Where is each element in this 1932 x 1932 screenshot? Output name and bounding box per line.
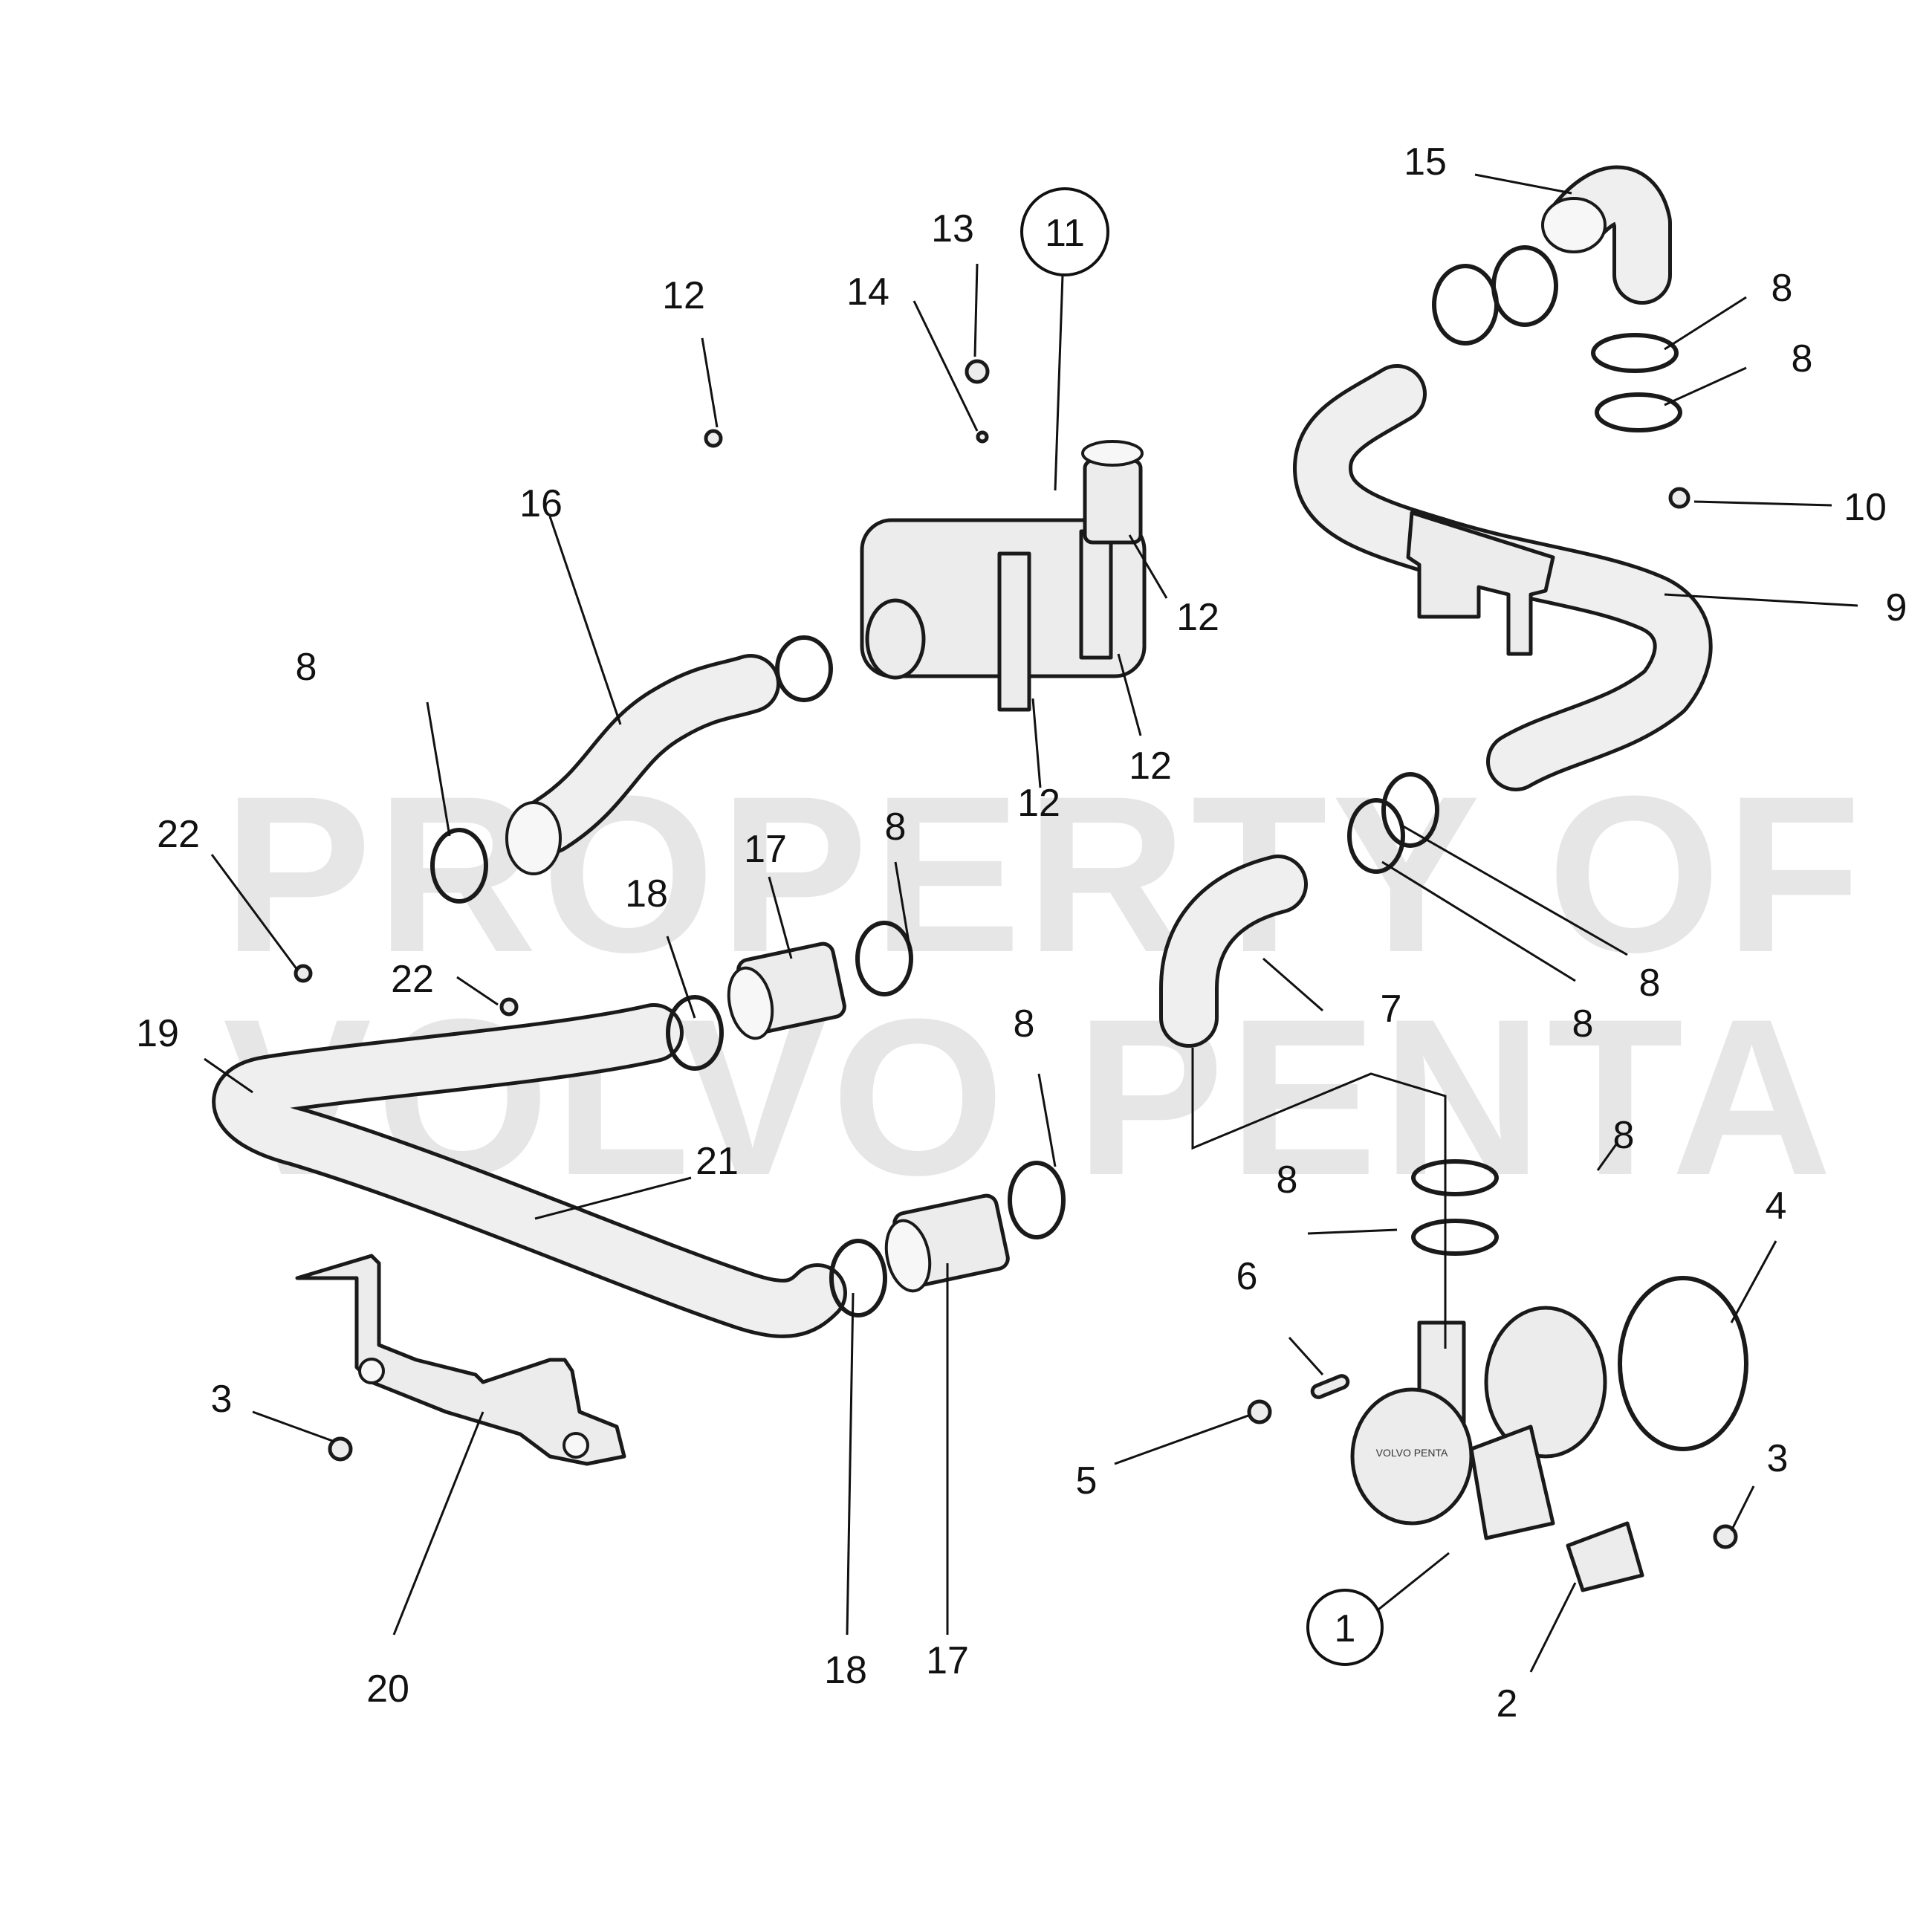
callout-8-lower-coupler: 8 xyxy=(1014,1002,1035,1046)
callout-10: 10 xyxy=(1844,486,1887,529)
callout-8-elbow15-lower: 8 xyxy=(1792,337,1813,380)
callout-17-lower: 17 xyxy=(926,1639,969,1682)
callout-5: 5 xyxy=(1076,1459,1098,1503)
callout-22-left: 22 xyxy=(157,813,200,856)
hose-clamps xyxy=(430,245,1682,1317)
callout-8-hose16: 8 xyxy=(296,646,317,689)
callout-4: 4 xyxy=(1766,1184,1787,1228)
callout-8-elbow-left: 8 xyxy=(1572,1002,1594,1046)
heat-exchanger-11 xyxy=(860,440,1147,712)
callout-9: 9 xyxy=(1886,586,1907,629)
pump-cover-text: VOLVO PENTA xyxy=(1376,1447,1448,1459)
bracket-20 xyxy=(295,1254,626,1466)
callout-12-bottom: 12 xyxy=(1017,782,1060,825)
callout-8-pump-lower: 8 xyxy=(1277,1158,1298,1202)
callout-11: 11 xyxy=(1045,212,1085,255)
callout-8-elbow-right: 8 xyxy=(1639,962,1661,1005)
watermark: PROPERTY OF VOLVO PENTA xyxy=(223,749,1866,1222)
elbow-15 xyxy=(1541,165,1672,305)
callout-21: 21 xyxy=(696,1140,739,1183)
callout-14: 14 xyxy=(846,270,889,314)
callouts: 1 2 3 3 4 5 6 7 8 8 8 8 8 8 8 8 8 8 9 10… xyxy=(136,140,1907,1725)
callout-15: 15 xyxy=(1404,140,1447,184)
callout-12-right-lower: 12 xyxy=(1129,745,1172,788)
leader-lines xyxy=(204,173,1858,1673)
callout-8-pump-upper: 8 xyxy=(1613,1114,1635,1157)
callout-17-upper: 17 xyxy=(744,828,787,871)
callout-circle-11 xyxy=(1020,187,1109,276)
callout-12-right-upper: 12 xyxy=(1176,596,1219,639)
callout-22-center: 22 xyxy=(391,958,434,1001)
sea-water-pump-1: VOLVO PENTA xyxy=(1350,1276,1748,1592)
hose-16 xyxy=(505,654,780,875)
watermark-line-1: PROPERTY OF xyxy=(223,749,1866,999)
crossover-pipe-9 xyxy=(1293,364,1713,791)
callout-1: 1 xyxy=(1335,1607,1356,1650)
callout-6: 6 xyxy=(1236,1255,1258,1298)
callout-19: 19 xyxy=(136,1012,179,1055)
callout-circle-1 xyxy=(1306,1589,1384,1666)
callout-13: 13 xyxy=(931,207,974,250)
callout-3-left: 3 xyxy=(211,1378,233,1421)
callout-8-coupler17: 8 xyxy=(885,805,907,849)
callout-2: 2 xyxy=(1497,1682,1518,1725)
callout-12-top: 12 xyxy=(662,274,705,317)
coupler-17-lower xyxy=(884,1193,1010,1293)
callout-7: 7 xyxy=(1381,988,1402,1031)
hose-19 xyxy=(212,1003,847,1338)
callout-8-elbow15-upper: 8 xyxy=(1771,267,1793,310)
callout-18-lower: 18 xyxy=(824,1649,867,1692)
fasteners xyxy=(294,359,1738,1549)
callout-16: 16 xyxy=(519,482,563,525)
callout-20: 20 xyxy=(366,1667,409,1711)
callout-18-upper: 18 xyxy=(625,872,668,915)
o-ring-4 xyxy=(1618,1276,1748,1451)
coupler-17-upper xyxy=(727,941,846,1040)
elbow-7 xyxy=(1159,855,1308,1048)
callout-3-right: 3 xyxy=(1767,1437,1789,1480)
